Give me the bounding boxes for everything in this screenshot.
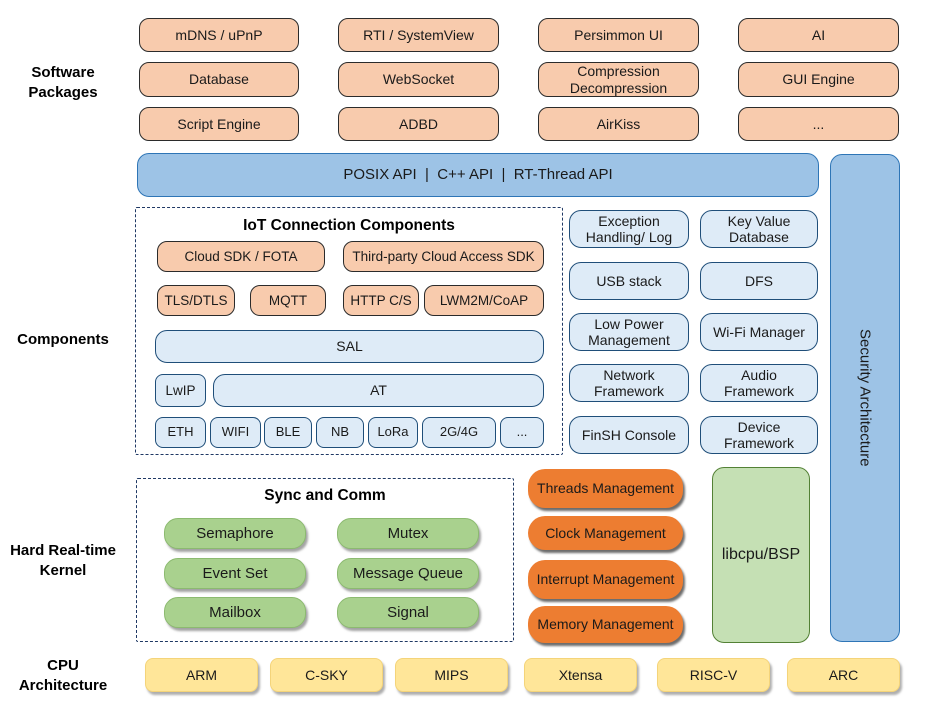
side-label-kernel: Hard Real-time Kernel (10, 542, 116, 579)
sync-and-comm-group (136, 478, 514, 642)
package-gui-engine: GUI Engine (738, 62, 899, 97)
cpu-c-sky: C-SKY (270, 658, 383, 692)
component-network-framework: Network Framework (569, 364, 689, 402)
cpu-xtensa: Xtensa (524, 658, 637, 692)
cpu-arm: ARM (145, 658, 258, 692)
side-label-software-packages: Software Packages (28, 64, 98, 101)
package-more: ... (738, 107, 899, 141)
package-compression: Compression Decompression (538, 62, 699, 97)
cpu-risc-v: RISC-V (657, 658, 770, 692)
iot-group-title: IoT Connection Components (243, 217, 455, 234)
iot-link-2g4g: 2G/4G (422, 417, 496, 448)
component-key-value-db: Key Value Database (700, 210, 818, 248)
iot-thirdparty-cloud-sdk: Third-party Cloud Access SDK (343, 241, 544, 272)
iot-link-lora: LoRa (368, 417, 418, 448)
iot-tls-dtls: TLS/DTLS (157, 285, 235, 316)
component-finsh-console: FinSH Console (569, 416, 689, 454)
iot-lwip: LwIP (155, 374, 206, 407)
package-rti-systemview: RTI / SystemView (338, 18, 499, 52)
api-layer-bar: POSIX API | C++ API | RT-Thread API (137, 153, 819, 197)
package-mdns-upnp: mDNS / uPnP (139, 18, 299, 52)
package-persimmon-ui: Persimmon UI (538, 18, 699, 52)
kernel-event-set: Event Set (164, 558, 306, 589)
iot-link-eth: ETH (155, 417, 206, 448)
kernel-interrupt-management: Interrupt Management (528, 560, 683, 599)
package-script-engine: Script Engine (139, 107, 299, 141)
iot-link-ble: BLE (264, 417, 312, 448)
kernel-semaphore: Semaphore (164, 518, 306, 549)
kernel-threads-management: Threads Management (528, 469, 683, 508)
component-usb-stack: USB stack (569, 262, 689, 300)
kernel-libcpu-bsp: libcpu/BSP (712, 467, 810, 643)
iot-link-nb: NB (316, 417, 364, 448)
component-wifi-manager: Wi-Fi Manager (700, 313, 818, 351)
iot-cloud-sdk-fota: Cloud SDK / FOTA (157, 241, 325, 272)
iot-at-layer: AT (213, 374, 544, 407)
iot-http-cs: HTTP C/S (343, 285, 419, 316)
kernel-memory-management: Memory Management (528, 606, 683, 643)
package-ai: AI (738, 18, 899, 52)
package-adbd: ADBD (338, 107, 499, 141)
package-websocket: WebSocket (338, 62, 499, 97)
cpu-arc: ARC (787, 658, 900, 692)
component-audio-framework: Audio Framework (700, 364, 818, 402)
kernel-clock-management: Clock Management (528, 516, 683, 550)
component-low-power: Low Power Management (569, 313, 689, 351)
package-database: Database (139, 62, 299, 97)
iot-link-wifi: WIFI (210, 417, 261, 448)
iot-lwm2m-coap: LWM2M/CoAP (424, 285, 544, 316)
component-device-framework: Device Framework (700, 416, 818, 454)
kernel-signal: Signal (337, 597, 479, 628)
component-dfs: DFS (700, 262, 818, 300)
iot-sal-layer: SAL (155, 330, 544, 363)
sync-group-title: Sync and Comm (264, 487, 386, 504)
component-exception-handling: Exception Handling/ Log (569, 210, 689, 248)
kernel-mutex: Mutex (337, 518, 479, 549)
iot-link-more: ... (500, 417, 544, 448)
side-label-components: Components (17, 331, 109, 348)
iot-connection-components-group (135, 207, 563, 455)
side-label-cpu: CPU Architecture (18, 657, 108, 694)
kernel-mailbox: Mailbox (164, 597, 306, 628)
cpu-mips: MIPS (395, 658, 508, 692)
iot-mqtt: MQTT (250, 285, 326, 316)
package-airkiss: AirKiss (538, 107, 699, 141)
kernel-message-queue: Message Queue (337, 558, 479, 589)
security-architecture-bar: Security Architecture (830, 154, 900, 642)
